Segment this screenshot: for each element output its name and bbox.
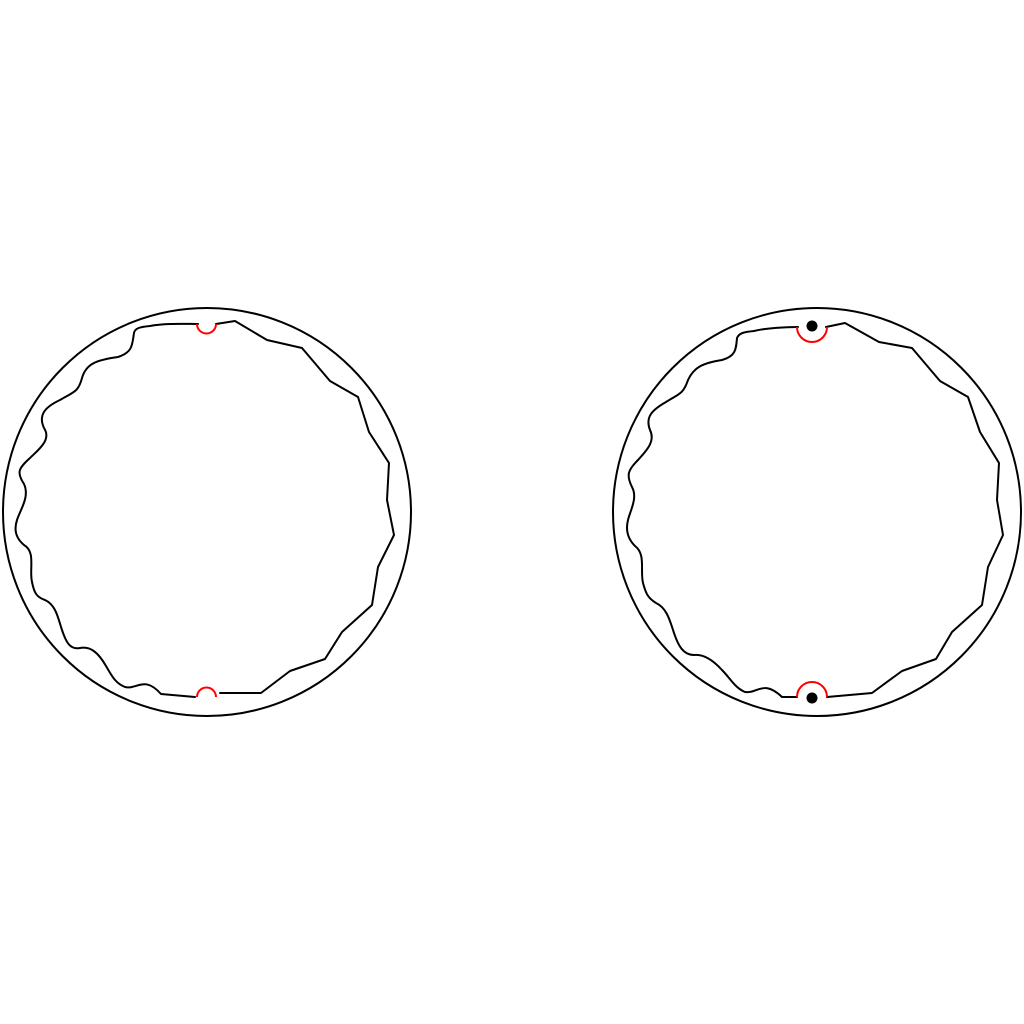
- left-inner-contour: [14, 322, 199, 698]
- right-inner-contour: [625, 326, 799, 698]
- left-outer-circle: [2, 307, 412, 717]
- right-bottom-marker: [806, 692, 818, 704]
- right-figure: [612, 307, 1022, 717]
- right-top-notch: [796, 326, 828, 343]
- right-outer-circle: [612, 307, 1022, 717]
- left-bottom-notch: [196, 686, 217, 698]
- left-top-notch: [196, 323, 217, 335]
- right-top-marker: [806, 320, 818, 332]
- left-inner-contour-right: [215, 320, 395, 694]
- right-inner-contour-right: [825, 322, 1004, 698]
- left-figure: [2, 307, 412, 717]
- right-bottom-notch: [796, 681, 828, 698]
